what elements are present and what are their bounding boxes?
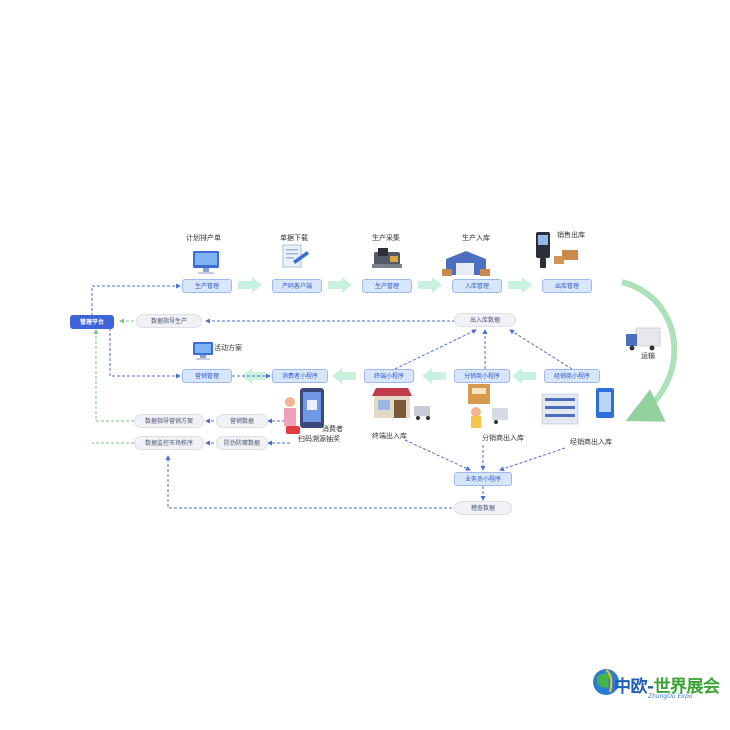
data-guide-prod-node[interactable]: 数据指导生产 bbox=[136, 314, 202, 328]
activity-label: 活动方案 bbox=[214, 344, 242, 352]
data-monitor-market-node[interactable]: 数据监控市场秩序 bbox=[134, 436, 204, 450]
marketing-data-node[interactable]: 营销数据 bbox=[216, 414, 268, 428]
download-label: 单据下载 bbox=[280, 234, 308, 242]
distribution-flow-arrows bbox=[242, 368, 536, 384]
consumer-phone-icon bbox=[284, 388, 324, 434]
shop-icon bbox=[372, 388, 430, 420]
check-data-node[interactable]: 稽查数据 bbox=[454, 501, 512, 515]
marketing-mgmt-node[interactable]: 营销管理 bbox=[182, 369, 232, 383]
warehouse-icon bbox=[442, 251, 490, 276]
gen-qr-node[interactable]: 严码客户端 bbox=[272, 279, 322, 293]
terminal-io-label: 终端出入库 bbox=[372, 432, 407, 440]
production-flow-arrows bbox=[238, 277, 532, 293]
prod-collect-node[interactable]: 生产管理 bbox=[362, 279, 412, 293]
consumer-label: 消费者 bbox=[322, 425, 343, 433]
truck-icon bbox=[626, 327, 661, 351]
guide-links bbox=[92, 318, 134, 444]
outbound-label: 销售出库 bbox=[557, 231, 585, 239]
logo-subtitle: ZhongOu Expo bbox=[648, 693, 693, 700]
logo-title-b: 世界展会 bbox=[653, 677, 721, 697]
outbound-mgmt-node[interactable]: 出库管理 bbox=[542, 279, 592, 293]
terminal-app-node[interactable]: 终端小程序 bbox=[364, 369, 414, 383]
plan-label: 计划排产单 bbox=[186, 234, 221, 242]
distributor-app-node[interactable]: 分销商小程序 bbox=[454, 369, 510, 383]
mgmt-platform-node[interactable]: 管理平台 bbox=[70, 315, 114, 329]
scanner-icon bbox=[372, 248, 402, 268]
logo-title: 中欧-世界展会 bbox=[614, 672, 720, 697]
logo-title-a: 中欧- bbox=[614, 677, 654, 697]
data-guide-marketing-node[interactable]: 数据指导营销方案 bbox=[134, 414, 204, 428]
monitor-icon bbox=[193, 251, 219, 274]
document-icon bbox=[282, 244, 309, 268]
transport-arc bbox=[621, 279, 678, 422]
anti-fake-data-node[interactable]: 防伪防窜数据 bbox=[216, 436, 268, 450]
scan-label: 扫码溯源抽奖 bbox=[298, 435, 340, 443]
dealer-warehouse-icon bbox=[541, 388, 614, 425]
inbound-mgmt-node[interactable]: 入库管理 bbox=[452, 279, 502, 293]
prod-mgmt-node[interactable]: 生产管理 bbox=[182, 279, 232, 293]
consumer-app-node[interactable]: 消费者小程序 bbox=[272, 369, 328, 383]
zhongou-expo-logo: 中欧-世界展会 ZhongOu Expo bbox=[590, 664, 720, 712]
inbound-label: 生产入库 bbox=[462, 234, 490, 242]
globe-logo-icon bbox=[593, 669, 619, 695]
collect-label: 生产采集 bbox=[372, 234, 400, 242]
monitor-icon bbox=[193, 342, 213, 360]
distributor-icon bbox=[468, 384, 508, 428]
salesman-app-node[interactable]: 业务员小程序 bbox=[454, 472, 512, 486]
distributor-io-label: 分销商出入库 bbox=[482, 434, 524, 442]
dealer-app-node[interactable]: 经销商小程序 bbox=[544, 369, 600, 383]
handheld-scanner-icon bbox=[536, 232, 578, 268]
transport-label: 运输 bbox=[641, 352, 655, 360]
inout-data-node[interactable]: 出入库数据 bbox=[454, 313, 516, 327]
dealer-io-label: 经销商出入库 bbox=[570, 438, 612, 446]
data-links bbox=[91, 283, 573, 509]
